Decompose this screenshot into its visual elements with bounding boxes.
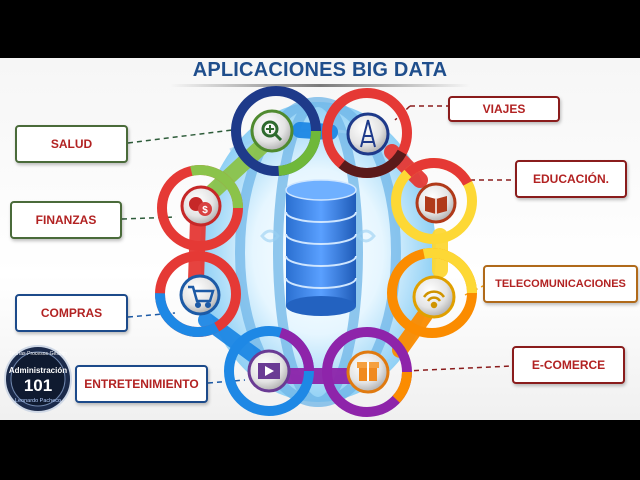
label-compras: COMPRAS [15, 294, 128, 332]
node-finanzas: $ [157, 165, 243, 251]
eiffel-tower-icon [360, 119, 376, 148]
node-educacion [391, 158, 477, 244]
video-play-icon [258, 363, 280, 379]
logo-author: Leonardo Pacheco [14, 398, 62, 404]
slide: APLICACIONES BIG DATA [0, 58, 640, 420]
label-educacion: EDUCACIÓN. [515, 160, 627, 198]
node-compras [155, 251, 241, 337]
label-entretenimiento: ENTRETENIMIENTO [75, 365, 208, 403]
coins-dollar-icon: $ [189, 197, 212, 216]
node-viajes [322, 88, 412, 178]
channel-logo [4, 345, 72, 413]
node-salud [231, 86, 321, 176]
label-telecomunicaciones: TELECOMUNICACIONES [483, 265, 638, 303]
label-viajes: VIAJES [448, 96, 560, 122]
database-icon [285, 179, 357, 316]
open-book-icon [425, 196, 447, 214]
magnifier-plus-icon [261, 120, 283, 142]
big-data-ring-diagram: $ [121, 86, 515, 417]
node-telecomunicaciones [387, 248, 477, 338]
gift-box-icon [357, 362, 379, 381]
label-ecomerce: E-COMERCE [512, 346, 625, 384]
svg-text:$: $ [202, 205, 208, 216]
shopping-cart-icon [188, 285, 215, 309]
logo-name: Administración [8, 366, 68, 375]
node-ecomerce [322, 327, 412, 417]
globe-lines [235, 97, 401, 407]
title-underline [170, 84, 470, 87]
node-entretenimiento [224, 326, 314, 416]
label-finanzas: FINANZAS [10, 201, 122, 239]
logo-top-text: Teorías-Procesos-Gestión [9, 351, 67, 357]
page-title: APLICACIONES BIG DATA [192, 59, 448, 81]
logo-number: 101 [23, 376, 53, 395]
label-salud: SALUD [15, 125, 128, 163]
wifi-icon [422, 290, 446, 309]
